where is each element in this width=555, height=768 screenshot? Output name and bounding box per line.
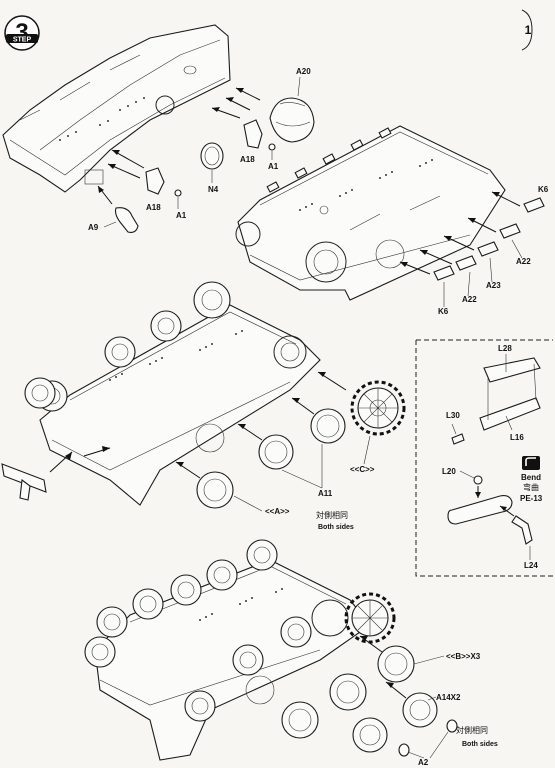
note-both-sides-cn-2: 対側相同: [456, 725, 488, 735]
rivet-pattern-upper: [59, 97, 145, 141]
label-a22-right: A22: [516, 257, 531, 266]
part-a14-drawing: [352, 681, 438, 753]
rivet-pattern-upper-right: [299, 159, 433, 215]
part-a20-drawing: [235, 87, 315, 143]
label-l28: L28: [498, 344, 512, 353]
label-n4: N4: [208, 185, 219, 194]
part-a9-drawing: [97, 185, 139, 233]
label-a14x2: A14X2: [436, 693, 461, 702]
page-number-tab: 1: [521, 9, 533, 51]
label-bend-en: Bend: [521, 473, 541, 482]
label-l30: L30: [446, 411, 460, 420]
label-a9: A9: [88, 223, 99, 232]
label-a18-lower: A18: [146, 203, 161, 212]
page-number: 1: [525, 23, 532, 37]
road-wheel-a-drawing: [175, 461, 234, 509]
step-badge: 3 STEP: [4, 15, 40, 51]
label-l24: L24: [524, 561, 538, 570]
note-both-sides-en-2: Both sides: [462, 741, 498, 748]
label-a18-upper: A18: [240, 155, 255, 164]
label-bend-cn: 弯曲: [523, 482, 539, 492]
road-wheels-bottom-top: [84, 539, 312, 722]
label-k6-right: K6: [538, 185, 549, 194]
inset-l24-pipe: [447, 475, 533, 545]
label-a1-lower: A1: [176, 211, 187, 220]
sprocket-bottom-drawing: [344, 592, 396, 644]
rivet-pattern-bottom: [199, 588, 283, 621]
bogie-mounts-upper: [266, 127, 392, 193]
label-sub-c: <<C>>: [350, 465, 375, 474]
note-both-sides-en-1: Both sides: [318, 524, 354, 531]
label-pe13: PE-13: [520, 494, 543, 503]
label-sub-a: <<A>>: [265, 507, 290, 516]
part-n4-drawing: [200, 142, 224, 170]
part-a18-upper-drawing: [211, 97, 276, 151]
label-a20: A20: [296, 67, 311, 76]
inset-l28-part: [479, 357, 541, 431]
side-brackets-drawing: [399, 191, 545, 281]
label-a11: A11: [318, 489, 333, 498]
label-l16: L16: [510, 433, 524, 442]
label-sub-b: <<B>>X3: [446, 652, 481, 661]
hull-side-panel-drawing: [2, 24, 231, 193]
label-a2: A2: [418, 758, 429, 767]
part-a2-drawing: [398, 719, 458, 757]
road-wheels-middle-top: [36, 281, 231, 412]
sprocket-c-drawing: [317, 371, 406, 436]
label-l20: L20: [442, 467, 456, 476]
road-wheels-b-drawing: [281, 635, 415, 739]
label-a23: A23: [486, 281, 501, 290]
bend-icon: [522, 456, 540, 470]
label-k6-lower: K6: [438, 307, 449, 316]
part-a11-drawing: [237, 397, 346, 470]
step-label: STEP: [13, 37, 32, 44]
hull-upper-right-drawing: [235, 125, 506, 301]
hull-middle-drawing: [39, 304, 321, 506]
part-a18-lower-drawing: [107, 149, 182, 197]
rivet-pattern-middle: [109, 330, 243, 381]
inset-panel: L28 L30 L16 L20 Bend 弯曲 PE-13 L24: [415, 339, 553, 577]
note-both-sides-cn-1: 対側相同: [316, 510, 348, 520]
label-a1-upper: A1: [268, 162, 279, 171]
exhaust-pipe-drawing: [1, 377, 111, 501]
label-a22-lower: A22: [462, 295, 477, 304]
